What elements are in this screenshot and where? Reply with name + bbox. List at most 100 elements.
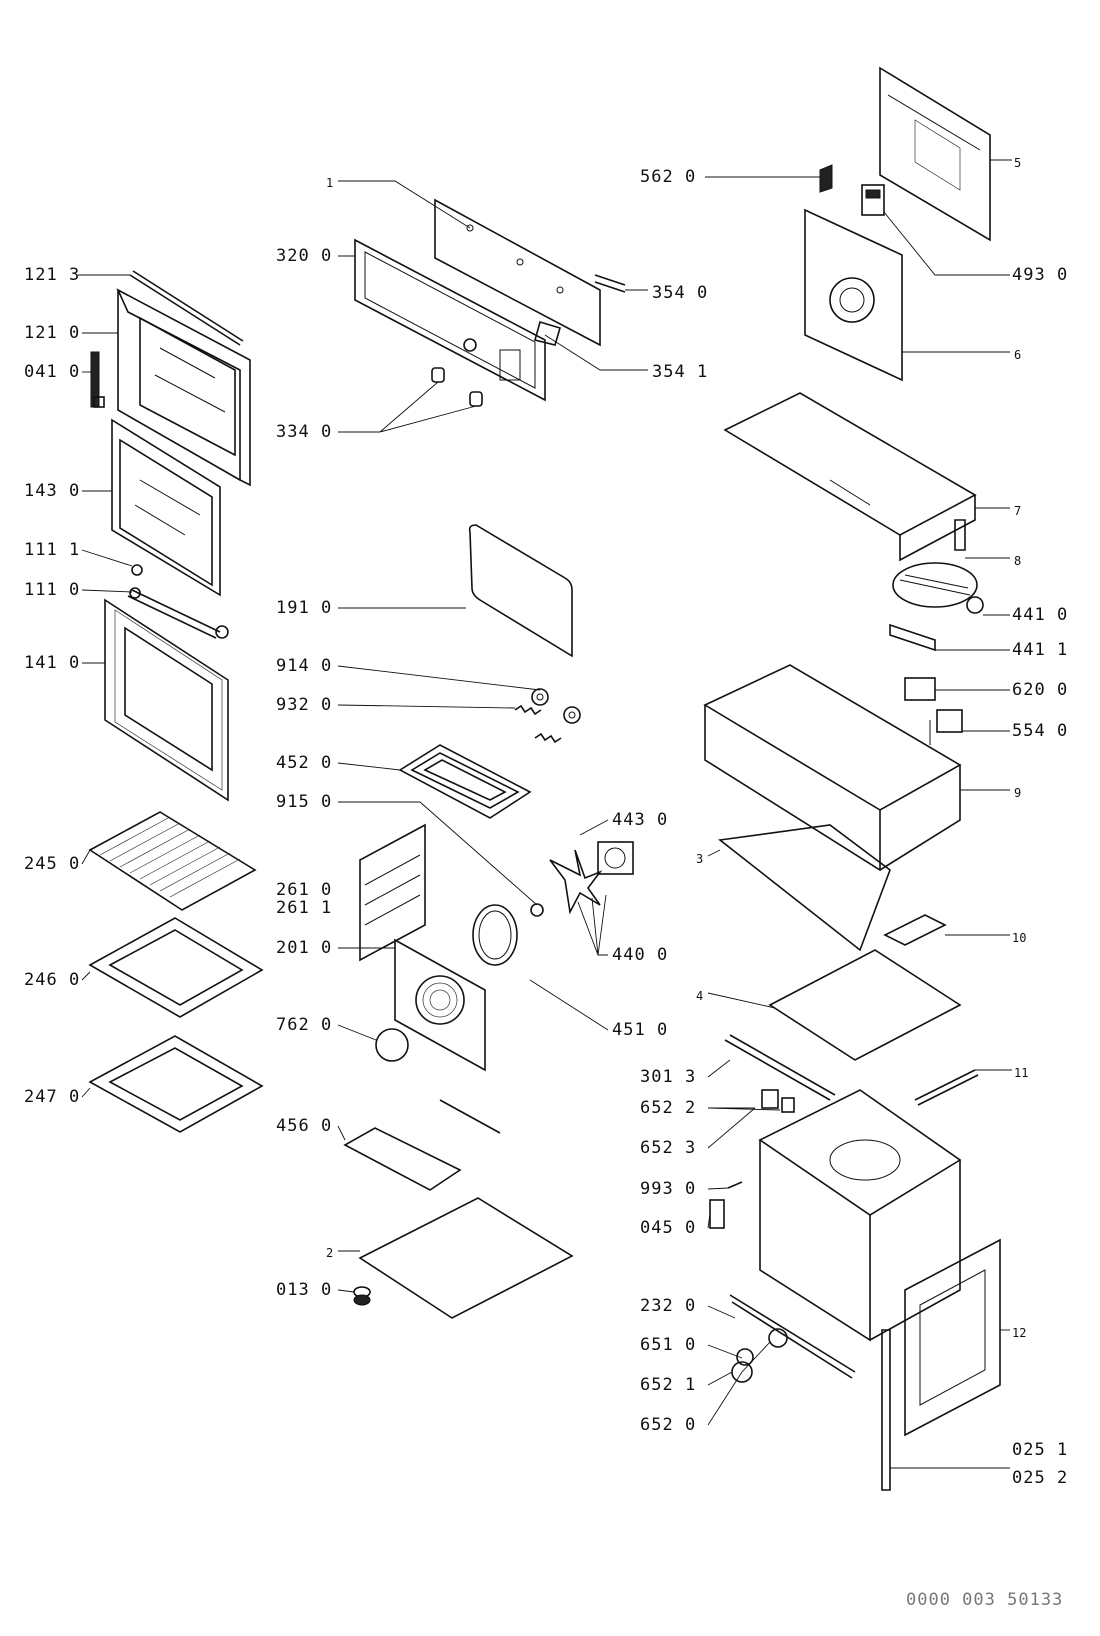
lamp-cover-part (736, 1348, 754, 1366)
part-label-5: 5 (1014, 156, 1022, 170)
part-label-652-1: 652 1 (640, 1375, 697, 1395)
part-label-652-3: 652 3 (640, 1138, 697, 1158)
top-cover-part (723, 392, 977, 562)
part-label-025-1: 025 1 (1012, 1440, 1069, 1460)
fan-cover-part (394, 938, 486, 1072)
clip-part (819, 164, 833, 193)
fan-ring-element-part (472, 904, 518, 966)
door-hinge-part (90, 351, 105, 408)
part-label-993-0: 993 0 (640, 1179, 697, 1199)
fan-gasket-part (375, 1028, 409, 1062)
fan-support-strip-part (889, 623, 936, 652)
bracket-part (954, 519, 966, 551)
base-tray-part (703, 664, 962, 871)
tangential-fan-part (892, 562, 984, 614)
part-label-025-2: 025 2 (1012, 1468, 1069, 1488)
part-label-141-0: 141 0 (24, 653, 81, 673)
part-label-914-0: 914 0 (276, 656, 333, 676)
part-label-651-0: 651 0 (640, 1335, 697, 1355)
part-label-261-1: 261 1 (276, 898, 333, 918)
part-label-3: 3 (696, 852, 704, 866)
fan-hub-part (530, 903, 544, 917)
latch-part (709, 1199, 725, 1229)
fan-blade-part (549, 849, 603, 915)
part-label-554-0: 554 0 (1012, 721, 1069, 741)
lamp-holder-part (761, 1089, 795, 1113)
thermostat-part (929, 709, 963, 745)
part-label-301-3: 301 3 (640, 1067, 697, 1087)
front-trim-part (883, 914, 947, 946)
part-label-915-0: 915 0 (276, 792, 333, 812)
part-label-7: 7 (1014, 504, 1022, 518)
oven-cavity-part (758, 1089, 962, 1342)
shaft-part (594, 274, 626, 293)
roasting-pan-part (88, 1035, 264, 1133)
part-label-4: 4 (696, 989, 704, 1003)
fan-motor-part (597, 841, 634, 875)
spring-part (514, 704, 562, 744)
part-label-320-0: 320 0 (276, 246, 333, 266)
part-label-8: 8 (1014, 554, 1022, 568)
part-label-6: 6 (1014, 348, 1022, 362)
switch-part (904, 677, 936, 701)
part-label-620-0: 620 0 (1012, 680, 1069, 700)
part-label-045-0: 045 0 (640, 1218, 697, 1238)
part-label-440-0: 440 0 (612, 945, 669, 965)
screw-part (727, 1181, 743, 1189)
part-label-247-0: 247 0 (24, 1087, 81, 1107)
part-label-10: 10 (1012, 931, 1027, 945)
part-label-11: 11 (1014, 1066, 1029, 1080)
knob-spindle-part (534, 320, 561, 346)
part-label-246-0: 246 0 (24, 970, 81, 990)
part-label-12: 12 (1012, 1326, 1027, 1340)
part-label-143-0: 143 0 (24, 481, 81, 501)
part-label-652-2: 652 2 (640, 1098, 697, 1118)
rail-part (881, 1329, 891, 1491)
part-label-041-0: 041 0 (24, 362, 81, 382)
baking-tray-part (88, 917, 264, 1018)
side-panel-part (768, 949, 962, 1061)
oven-floor-plate-part (358, 1197, 574, 1319)
lower-trim-part (729, 1294, 856, 1379)
part-label-232-0: 232 0 (640, 1296, 697, 1316)
part-label-441-1: 441 1 (1012, 640, 1069, 660)
control-panel-fascia-part (354, 238, 546, 402)
shelf-support-part (359, 823, 426, 962)
part-label-121-0: 121 0 (24, 323, 81, 343)
terminal-block-part (861, 184, 885, 216)
part-label-443-0: 443 0 (612, 810, 669, 830)
control-board-part (434, 198, 601, 347)
part-label-245-0: 245 0 (24, 854, 81, 874)
nut-part (531, 688, 581, 724)
outer-door-panel-part (104, 598, 229, 802)
door-inner-frame-part (116, 288, 251, 487)
part-label-932-0: 932 0 (276, 695, 333, 715)
back-panel-part (879, 66, 991, 242)
part-label-441-0: 441 0 (1012, 605, 1069, 625)
part-label-111-0: 111 0 (24, 580, 81, 600)
part-label-562-0: 562 0 (640, 167, 697, 187)
base-element-part (343, 1099, 501, 1191)
part-label-013-0: 013 0 (276, 1280, 333, 1300)
rear-wall-part (804, 208, 903, 382)
part-label-456-0: 456 0 (276, 1116, 333, 1136)
part-label-451-0: 451 0 (612, 1020, 669, 1040)
part-label-452-0: 452 0 (276, 753, 333, 773)
door-seal-part (468, 524, 573, 658)
angle-strip-part (724, 1034, 836, 1101)
inner-glass-part (111, 418, 221, 597)
part-label-111-1: 111 1 (24, 540, 81, 560)
side-frame-part (904, 1238, 1001, 1437)
strip-part (914, 1069, 979, 1106)
part-label-354-1: 354 1 (652, 362, 709, 382)
part-label-261-0: 261 0 (276, 880, 333, 900)
part-label-1: 1 (326, 176, 334, 190)
door-trim-strip-part (129, 270, 244, 346)
part-label-762-0: 762 0 (276, 1015, 333, 1035)
part-label-201-0: 201 0 (276, 938, 333, 958)
part-label-652-0: 652 0 (640, 1415, 697, 1435)
part-label-191-0: 191 0 (276, 598, 333, 618)
part-label-2: 2 (326, 1246, 334, 1260)
top-panel-part (718, 824, 891, 952)
document-code: 0000 003 50133 (906, 1590, 1064, 1610)
